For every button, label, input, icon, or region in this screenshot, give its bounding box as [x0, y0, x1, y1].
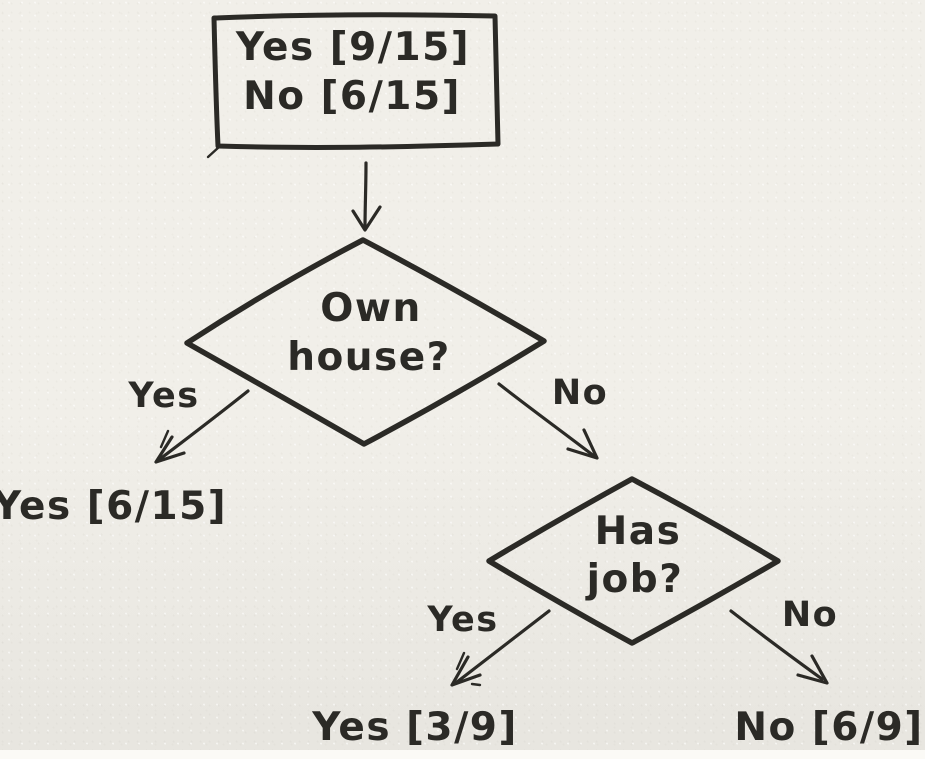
- has-job-diamond-outline: [486, 476, 781, 646]
- branch-own-house-no: No: [497, 373, 608, 460]
- arrow-shaft: [455, 609, 551, 684]
- arrow-shaft: [729, 609, 824, 681]
- sketch-stray-mark: [470, 682, 482, 687]
- has-job-label-line2: job?: [585, 557, 684, 602]
- leaf-has-job-no: No [6/9]: [734, 705, 923, 750]
- sketch-corner-tail: [206, 145, 221, 159]
- branch-own-house-no-label: No: [552, 373, 608, 413]
- arrow-shaft: [363, 161, 368, 230]
- branch-has-job-yes: Yes: [426, 600, 551, 687]
- leaf-has-job-yes: Yes [3/9]: [311, 705, 518, 750]
- root-distribution-node: Yes [9/15] No [6/15]: [206, 12, 501, 159]
- root-box-outline: [211, 12, 501, 150]
- decision-node-own-house: Own house?: [184, 237, 547, 447]
- branch-has-job-yes-label: Yes: [426, 600, 498, 640]
- sketch-stray-mark: [159, 429, 170, 449]
- own-house-diamond-outline: [184, 237, 547, 447]
- root-box-line2: No [6/15]: [243, 74, 461, 119]
- arrow-head: [154, 435, 186, 464]
- arrow-head: [450, 655, 482, 687]
- bottom-edge-strip: [0, 750, 925, 759]
- branch-has-job-no: No: [729, 595, 838, 685]
- has-job-label-line1: Has: [595, 509, 682, 554]
- own-house-label-line2: house?: [287, 335, 451, 380]
- arrow-head: [351, 205, 382, 232]
- branch-own-house-yes: Yes: [127, 376, 250, 464]
- own-house-label-line1: Own: [320, 286, 421, 331]
- leaf-own-house-yes: Yes [6/15]: [0, 484, 227, 529]
- arrow-head: [566, 428, 599, 460]
- branch-own-house-yes-label: Yes: [127, 376, 199, 416]
- arrow-root-to-own-house: [351, 161, 382, 232]
- arrow-shaft: [158, 389, 250, 461]
- root-box-line1: Yes [9/15]: [235, 25, 470, 70]
- branch-has-job-no-label: No: [782, 595, 838, 635]
- decision-node-has-job: Has job?: [486, 476, 781, 646]
- sketch-stray-mark: [455, 651, 466, 671]
- arrow-head: [796, 654, 829, 685]
- arrow-shaft: [497, 382, 596, 458]
